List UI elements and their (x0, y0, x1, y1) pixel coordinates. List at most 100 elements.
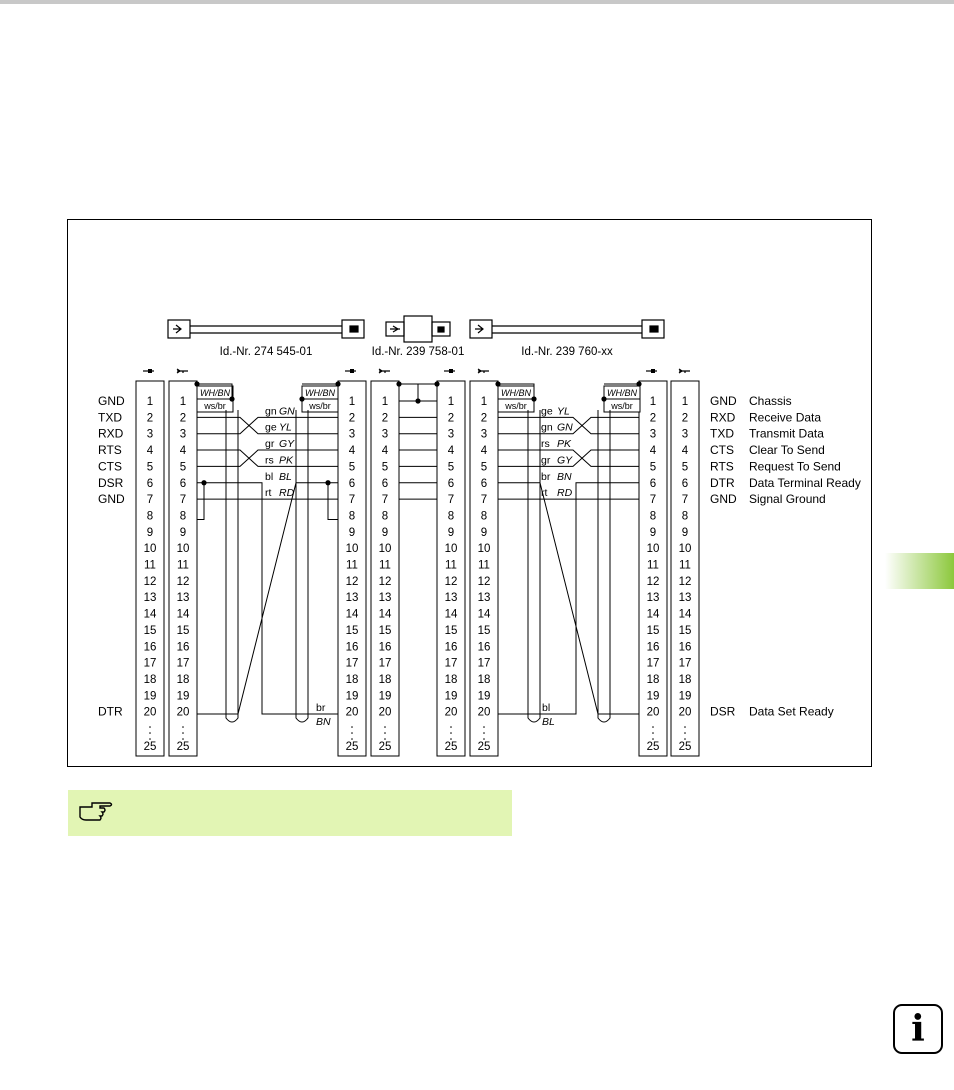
female-connector-icon (678, 368, 691, 374)
pin-number: 20 (346, 707, 359, 719)
pin-number: 10 (346, 543, 359, 555)
ellipsis-dot (652, 738, 654, 740)
pin-number: 16 (144, 641, 157, 653)
pin-number: 17 (177, 658, 190, 670)
pin-number: 13 (445, 592, 458, 604)
pin-number: 1 (682, 396, 688, 408)
ellipsis-dot (149, 732, 151, 734)
pin-number: 20 (177, 707, 190, 719)
male-connector-icon (645, 368, 658, 374)
right-signal-abbr: RTS (710, 459, 734, 473)
pin-number: 3 (448, 429, 454, 441)
wire-color-de: gn (541, 422, 553, 434)
wire-color-de: bl (265, 471, 273, 483)
pin-number: 15 (144, 625, 157, 637)
pin-number: 8 (682, 510, 688, 522)
pin-number: 18 (478, 674, 491, 686)
ellipsis-dot (450, 726, 452, 728)
pin-number: 6 (650, 478, 656, 490)
pin-number: 4 (349, 445, 356, 457)
pin-number: 17 (647, 658, 660, 670)
cable-id-label-3: Id.-Nr. 239 760-xx (521, 346, 613, 358)
ellipsis-dot (182, 732, 184, 734)
pin-number: 13 (379, 592, 392, 604)
pin-number: 7 (382, 494, 388, 506)
wire-color-de: ge (541, 405, 553, 417)
wire-color-en: BL (279, 471, 292, 483)
shield-label-upper: WH/BN (305, 388, 335, 398)
chapter-tab (885, 553, 954, 589)
junction-dot (335, 381, 341, 387)
pin-number: 5 (682, 461, 688, 473)
right-signal-desc: Clear To Send (749, 443, 825, 457)
shield-pipe-a-right (295, 410, 309, 723)
pin-column-outline (370, 380, 400, 757)
pin-number: 18 (346, 674, 359, 686)
pin-number: 16 (445, 641, 458, 653)
left-signal-label: DTR (98, 705, 123, 719)
pin-number: 13 (346, 592, 359, 604)
ellipsis-dot (351, 732, 353, 734)
shield-pipe-b-left (527, 410, 541, 723)
pin-number: 12 (478, 576, 491, 588)
pin-number: 6 (147, 478, 153, 490)
pin-number: 19 (346, 690, 359, 702)
junction-dot (601, 396, 607, 402)
info-button[interactable]: i (893, 1004, 943, 1054)
pin-number: 5 (349, 461, 355, 473)
pin-number: 16 (379, 641, 392, 653)
right-signal-desc: Signal Ground (749, 492, 826, 506)
pin-number: 17 (379, 658, 392, 670)
pin-number: 12 (177, 576, 190, 588)
pin-number: 12 (144, 576, 157, 588)
info-icon: i (911, 1008, 925, 1050)
diagram-frame (67, 219, 872, 767)
pin-number: 25 (647, 741, 660, 753)
pin-number: 4 (650, 445, 657, 457)
wire-color-en: PK (557, 438, 572, 450)
pin-number: 6 (382, 478, 388, 490)
wire-color-de: gr (541, 454, 551, 466)
ellipsis-dot (182, 726, 184, 728)
ellipsis-dot (182, 738, 184, 740)
pin-number: 12 (445, 576, 458, 588)
wire-color-de: gr (265, 438, 275, 450)
pin-number: 8 (382, 510, 388, 522)
wire-a-3-2 (197, 416, 338, 435)
cable-id-label-2: Id.-Nr. 239 758-01 (372, 346, 465, 358)
ellipsis-dot (351, 726, 353, 728)
pin-number: 14 (445, 609, 458, 621)
pin-number: 25 (346, 741, 359, 753)
pin-number: 4 (682, 445, 689, 457)
pin-number: 1 (180, 396, 186, 408)
pin-number: 20 (144, 707, 157, 719)
pin-number: 7 (349, 494, 355, 506)
pin-number: 1 (650, 396, 656, 408)
pin-number: 19 (379, 690, 392, 702)
right-signal-abbr: RXD (710, 410, 736, 424)
pin-number: 2 (382, 412, 388, 424)
junction-dot (194, 381, 200, 387)
left-signal-label: TXD (98, 410, 122, 424)
left-signal-label: RTS (98, 443, 122, 457)
junction-dot (201, 480, 207, 486)
pin-number: 10 (445, 543, 458, 555)
pin-number: 19 (445, 690, 458, 702)
pin-columns: 1234567891011121314151617181920251234567… (135, 380, 700, 757)
shield-label-upper: WH/BN (607, 388, 637, 398)
pin-number: 7 (180, 494, 186, 506)
shield-label-lower: ws/br (504, 401, 527, 411)
junction-dot (396, 381, 402, 387)
wire-color-en: RD (279, 487, 295, 499)
right-signal-abbr: TXD (710, 427, 734, 441)
pin-number: 16 (177, 641, 190, 653)
pin-number: 9 (147, 527, 153, 539)
pin-number: 9 (650, 527, 656, 539)
wire-color-en: GN (557, 422, 573, 434)
ellipsis-dot (684, 738, 686, 740)
